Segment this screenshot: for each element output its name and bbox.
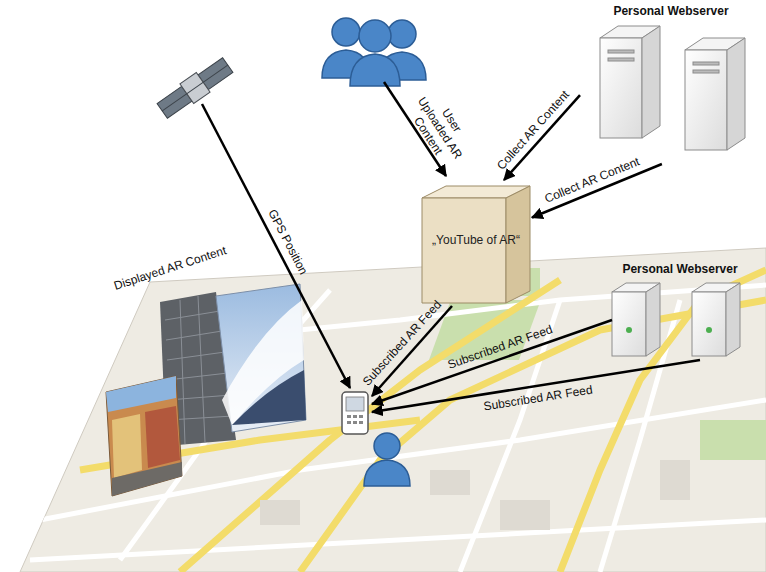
- server-face: [422, 198, 506, 303]
- platform-server: „YouTube of AR“: [420, 180, 532, 305]
- flow-arrows: [202, 82, 700, 412]
- webserver-icons: [612, 283, 740, 356]
- gps-satellite: [155, 55, 234, 121]
- server-group: Personal Webserver: [580, 4, 762, 164]
- server-group: Personal Webserver: [598, 262, 762, 362]
- group-heading: Personal Webserver: [580, 4, 762, 18]
- ar-pictures: [106, 284, 306, 496]
- city-map: [20, 248, 766, 572]
- mobile-user: [342, 392, 410, 486]
- server-name: „YouTube of AR“: [420, 233, 532, 247]
- user-group-icon: [322, 18, 426, 86]
- webserver-icons: [600, 26, 745, 150]
- arrow-label: Collect AR Content: [494, 87, 572, 172]
- group-heading: Personal Webserver: [598, 262, 762, 276]
